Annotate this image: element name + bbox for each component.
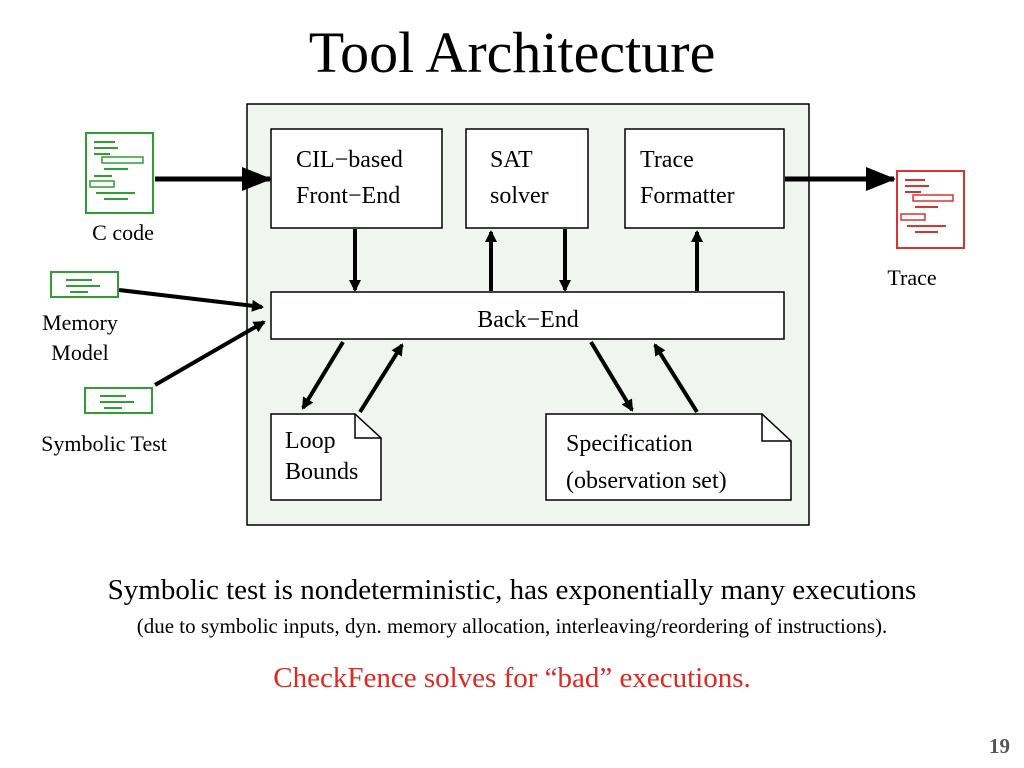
specification-label-line-2: (observation set) [566, 468, 727, 494]
caption-main: Symbolic test is nondeterministic, has e… [107, 574, 917, 606]
arrow-symbolic-test-to-backend [153, 320, 266, 387]
c-code-label: C code [92, 220, 154, 245]
memory-model-label-line-2: Model [51, 340, 108, 365]
trace-formatter-label-line-2: Formatter [640, 183, 735, 209]
arrow-loop-bounds-to-backend [358, 343, 404, 414]
arrow-memory-model-to-backend [118, 288, 264, 312]
c-code-document-icon [85, 132, 154, 214]
backend-label: Back−End [477, 307, 579, 333]
arrow-backend-to-specification [589, 340, 634, 412]
trace-formatter-label-line-1: Trace [640, 147, 694, 173]
arrow-specification-to-backend [653, 343, 699, 414]
symbolic-test-label: Symbolic Test [41, 431, 167, 456]
memory-model-label-line-1: Memory [42, 310, 118, 335]
specification-note [545, 413, 792, 501]
sat-solver-label-line-2: solver [490, 183, 549, 209]
frontend-label-line-2: Front−End [296, 183, 400, 209]
sat-solver-label-line-1: SAT [490, 147, 533, 173]
slide-number: 19 [989, 734, 1010, 758]
specification-fold [761, 414, 791, 442]
loop-bounds-note [270, 413, 382, 501]
sat-solver-box [465, 128, 589, 229]
memory-model-document-icon [50, 271, 119, 298]
caption-highlight: CheckFence solves for “bad” executions. [273, 662, 751, 694]
frontend-box [270, 128, 443, 229]
backend-box [270, 291, 785, 340]
specification-label-line-1: Specification [566, 431, 693, 457]
trace-label: Trace [887, 265, 936, 290]
trace-formatter-box [624, 128, 785, 229]
slide-title: Tool Architecture [308, 20, 716, 85]
symbolic-test-document-icon [84, 387, 153, 414]
loop-bounds-label-line-1: Loop [285, 428, 336, 454]
trace-document-icon [896, 170, 965, 249]
frontend-label-line-1: CIL−based [296, 147, 403, 173]
caption-sub: (due to symbolic inputs, dyn. memory all… [136, 614, 888, 638]
arrow-backend-to-loop-bounds [301, 340, 345, 410]
loop-bounds-fold [354, 414, 381, 439]
loop-bounds-label-line-2: Bounds [285, 459, 358, 485]
